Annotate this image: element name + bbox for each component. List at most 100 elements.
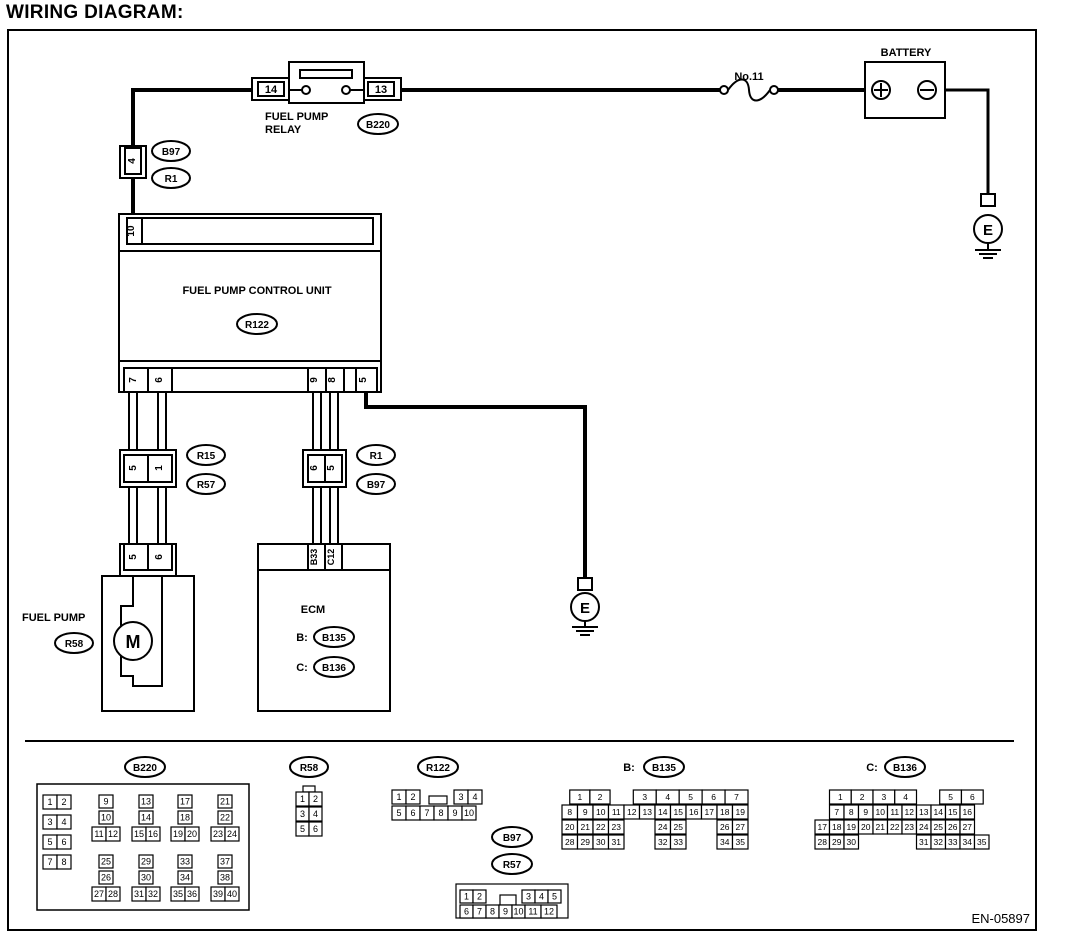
pin-cell (184, 886, 200, 902)
pin-cell (308, 821, 323, 837)
fuel-pump-label: FUEL PUMP (22, 612, 85, 624)
pin-number: 9 (863, 807, 868, 817)
svg-text:C:: C: (866, 762, 878, 774)
pin-number: 5 (47, 837, 52, 847)
pin-number: 18 (180, 813, 190, 823)
fuel-pump-relay: 14 13 FUEL PUMP RELAY B220 (251, 61, 402, 136)
svg-text:5: 5 (128, 554, 139, 560)
fpcu-pin-6: 6 (154, 377, 165, 383)
pin-number: 24 (919, 822, 929, 832)
pin-cell (217, 794, 233, 809)
pin-number: 25 (934, 822, 944, 832)
ecm-label: ECM (301, 604, 325, 616)
pin-number: 18 (832, 822, 842, 832)
pin-cell (607, 819, 625, 835)
pin-number: 13 (643, 807, 653, 817)
pin-number: 1 (47, 797, 52, 807)
pin-number: 35 (173, 889, 183, 899)
pin-cell (138, 854, 154, 869)
svg-text:B97: B97 (162, 147, 181, 158)
pin-number: 26 (101, 873, 111, 883)
pin-number: 33 (948, 837, 958, 847)
wire-battery-ground (940, 88, 990, 194)
ground-fpcu: E (570, 577, 600, 636)
pin-number: 30 (596, 837, 606, 847)
pin-number: 4 (665, 792, 670, 802)
pin-cell (960, 789, 984, 805)
pin-number: 23 (612, 822, 622, 832)
page-heading: WIRING DIAGRAM: (6, 2, 184, 23)
pin-number: 5 (948, 792, 953, 802)
pin-number: 25 (101, 857, 111, 867)
pin-cell (461, 805, 477, 821)
pin-number: 32 (934, 837, 944, 847)
joint-connector-mid: 6 5 R1 B97 (302, 444, 396, 495)
svg-text:5: 5 (128, 465, 139, 471)
pin-cell (145, 886, 161, 902)
pin-number: 13 (919, 807, 929, 817)
wire-fpcu8-to-ecm (329, 393, 339, 545)
pin-number: 34 (720, 837, 730, 847)
pin-number: 22 (220, 813, 230, 823)
pin-number: 26 (720, 822, 730, 832)
pin-cell (724, 789, 749, 805)
pin-number: 10 (464, 808, 474, 818)
pin-number: 5 (396, 808, 401, 818)
pin-number: 8 (438, 808, 443, 818)
pin-number: 3 (642, 792, 647, 802)
ecm: B33 C12 ECM B: B135 C: B136 (257, 543, 391, 712)
pin-cell (138, 870, 154, 885)
pin-number: 6 (970, 792, 975, 802)
svg-text:E: E (580, 600, 590, 617)
svg-text:1: 1 (154, 465, 165, 471)
relay-label: FUEL PUMP (265, 111, 328, 123)
pin-number: 24 (227, 829, 237, 839)
pin-number: 21 (220, 797, 230, 807)
svg-text:R1: R1 (370, 451, 383, 462)
pin-number: 10 (513, 907, 523, 917)
svg-text:R58: R58 (65, 639, 84, 650)
pin-number: 6 (61, 837, 66, 847)
pin-cell (959, 819, 976, 835)
svg-text:C12: C12 (326, 549, 336, 566)
pin-number: 4 (539, 892, 544, 902)
pin-number: 3 (47, 817, 52, 827)
svg-text:R15: R15 (197, 451, 216, 462)
pin-number: 6 (464, 907, 469, 917)
pin-number: 17 (180, 797, 190, 807)
wire-fpcu-pin5-to-ground (364, 388, 587, 578)
pin-number: 32 (658, 837, 668, 847)
relay-label-2: RELAY (265, 124, 302, 136)
pin-cell (308, 806, 323, 822)
pin-number: 10 (876, 807, 886, 817)
fpcu-label: FUEL PUMP CONTROL UNIT (182, 285, 331, 297)
relay-pin-13: 13 (375, 84, 387, 96)
pin-number: 18 (720, 807, 730, 817)
relay-connector-tag: B220 (366, 120, 390, 131)
pin-number: 3 (458, 792, 463, 802)
fuel-pump-control-unit: 10 FUEL PUMP CONTROL UNIT R122 7 6 9 8 5 (118, 213, 382, 393)
pin-number: 31 (919, 837, 929, 847)
pin-number: 16 (148, 829, 158, 839)
pin-number: 34 (180, 873, 190, 883)
pin-number: 33 (180, 857, 190, 867)
svg-text:E: E (983, 222, 993, 239)
pin-cell (56, 814, 72, 830)
pin-number: 2 (313, 794, 318, 804)
pin-number: 11 (612, 807, 621, 817)
pin-number: 4 (313, 809, 318, 819)
ground-battery: E (973, 193, 1003, 259)
svg-text:B33: B33 (309, 549, 319, 566)
pin-cell (56, 854, 72, 870)
pin-number: 17 (818, 822, 828, 832)
svg-text:R1: R1 (165, 174, 178, 185)
svg-text:B136: B136 (893, 763, 917, 774)
pin-number: 28 (818, 837, 828, 847)
double-wires (128, 393, 339, 545)
pin-number: 35 (736, 837, 746, 847)
wire-fpcu9-to-ecm (312, 393, 322, 545)
